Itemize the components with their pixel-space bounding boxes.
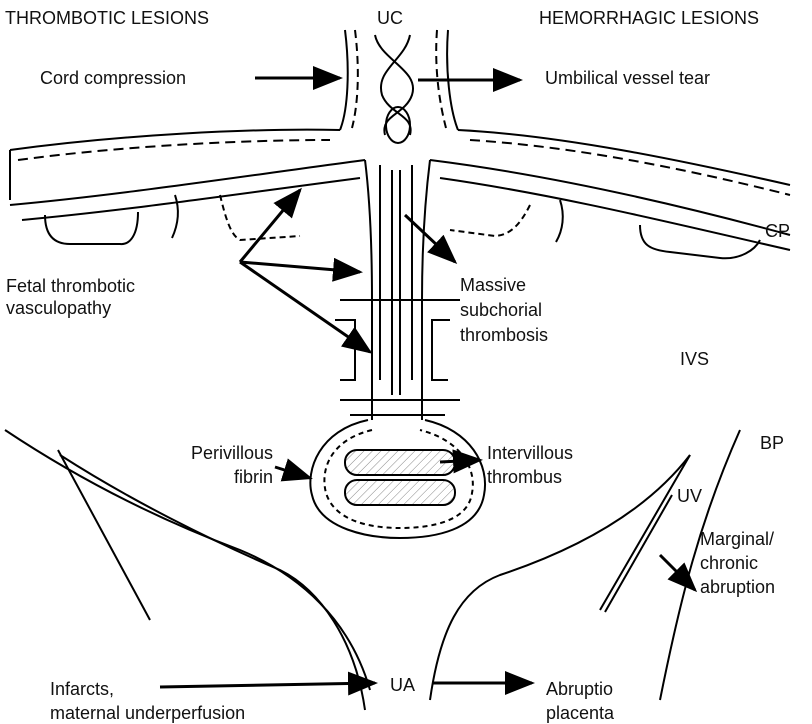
- label-chronic: chronic: [700, 553, 758, 574]
- label-marginal: Marginal/: [700, 529, 774, 550]
- stem-villus: [335, 160, 460, 420]
- label-abruptio: Abruptio: [546, 679, 613, 700]
- label-uterine-vein: UV: [677, 486, 702, 507]
- label-thrombus: thrombus: [487, 467, 562, 488]
- header-umbilical-cord: UC: [377, 8, 403, 29]
- arrow-fetal-thrombotic-1: [240, 190, 300, 262]
- label-cord-compression: Cord compression: [40, 68, 186, 89]
- label-intervillous-space: IVS: [680, 349, 709, 370]
- arrow-fetal-thrombotic-2: [240, 262, 360, 272]
- label-perivillous: Perivillous: [160, 443, 273, 464]
- terminal-villus: [310, 420, 485, 538]
- label-thrombosis: thrombosis: [460, 325, 548, 346]
- arrow-intervillous-thrombus: [440, 460, 480, 462]
- label-chorionic-plate: CP: [765, 221, 790, 242]
- label-fetal-thrombotic: Fetal thrombotic: [6, 276, 135, 297]
- label-intervillous: Intervillous: [487, 443, 573, 464]
- arrow-perivillous-fibrin: [275, 467, 310, 478]
- label-subchorial: subchorial: [460, 300, 542, 321]
- arrow-fetal-thrombotic-3: [240, 262, 370, 352]
- label-placenta: placenta: [546, 703, 614, 724]
- label-abruption: abruption: [700, 577, 775, 598]
- label-umbilical-vessel-tear: Umbilical vessel tear: [545, 68, 710, 89]
- label-uterine-artery: UA: [390, 675, 415, 696]
- label-infarcts: Infarcts,: [50, 679, 114, 700]
- label-basal-plate: BP: [760, 433, 784, 454]
- umbilical-cord: [340, 30, 458, 143]
- label-vasculopathy: vasculopathy: [6, 298, 111, 319]
- label-maternal-underperfusion: maternal underperfusion: [50, 703, 245, 724]
- arrow-infarcts: [160, 683, 375, 687]
- label-massive: Massive: [460, 275, 526, 296]
- header-thrombotic-lesions: THROMBOTIC LESIONS: [5, 8, 209, 29]
- label-fibrin: fibrin: [160, 467, 273, 488]
- header-hemorrhagic-lesions: HEMORRHAGIC LESIONS: [539, 8, 759, 29]
